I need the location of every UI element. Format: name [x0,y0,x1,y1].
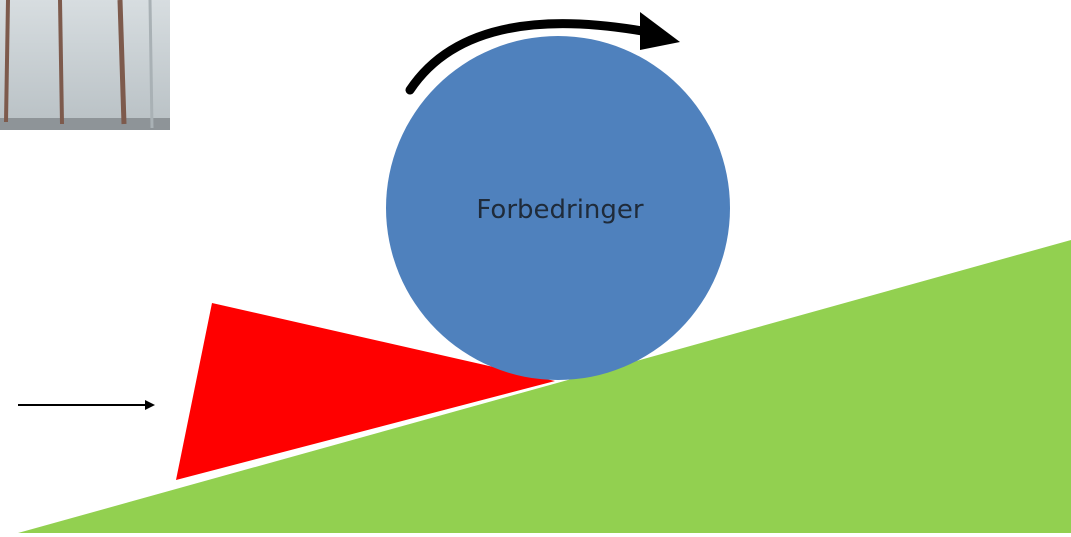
circle-label: Forbedringer [476,195,644,225]
photo-thumbnail [0,0,170,130]
